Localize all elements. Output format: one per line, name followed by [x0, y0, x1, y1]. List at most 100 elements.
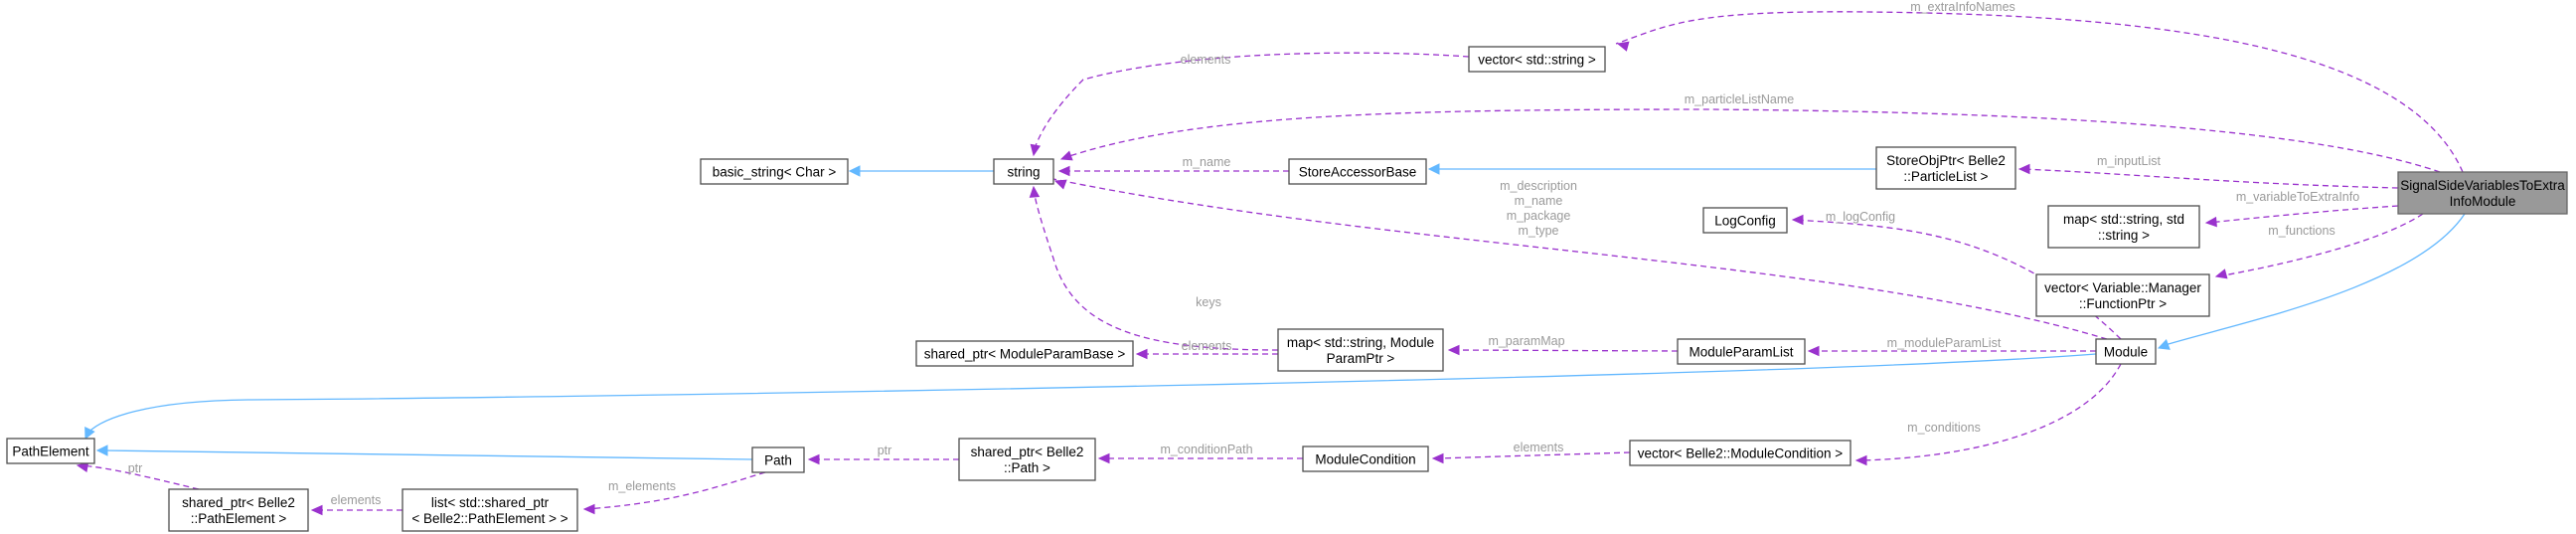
edge-label: elements [331, 493, 382, 507]
node-box [700, 158, 849, 185]
edge-label: m_inputList [2097, 154, 2161, 168]
node-sab[interactable]: StoreAccessorBase [1288, 158, 1427, 185]
node-box [1875, 146, 2016, 190]
edge-path-to-lsp: m_elements [582, 471, 766, 515]
edge-label: m_functions [2268, 224, 2334, 238]
usage-arrowhead [1029, 185, 1041, 198]
edge-sig-to-vecstr: m_extraInfoNames [1615, 0, 2464, 173]
node-module[interactable]: Module [2095, 338, 2157, 365]
node-lsp[interactable]: list< std::shared_ptr< Belle2::PathEleme… [402, 488, 578, 532]
edge-label: m_description [1500, 179, 1577, 193]
node-label: string [1007, 165, 1040, 180]
node-box [2095, 338, 2157, 365]
node-label: ModuleCondition [1315, 452, 1415, 467]
node-box [1702, 207, 1788, 234]
node-mapss[interactable]: map< std::string, std::string > [2047, 205, 2200, 249]
node-box [958, 438, 1096, 481]
edge-module-to-pe [84, 353, 2097, 441]
edge-lsp-to-sppe: elements [310, 493, 402, 516]
inheritance-arrowhead [2157, 338, 2171, 350]
node-logc[interactable]: LogConfig [1702, 207, 1788, 234]
usage-arrowhead [1791, 214, 1804, 226]
node-label: basic_string< Char > [713, 165, 837, 180]
node-box [168, 488, 309, 532]
node-label: Path [764, 453, 792, 468]
node-spp[interactable]: shared_ptr< Belle2::Path > [958, 438, 1096, 481]
edge-sppe-to-pe: ptr [76, 461, 200, 490]
node-box [1677, 338, 1806, 365]
node-sppe[interactable]: shared_ptr< Belle2::PathElement > [168, 488, 309, 532]
node-box [1629, 440, 1852, 466]
node-label: ParamPtr > [1327, 351, 1395, 366]
edge-mpl-to-mappp: m_paramMap [1447, 334, 1679, 356]
inheritance-arrowhead [1427, 163, 1440, 175]
edge-mc-to-spp: m_conditionPath [1097, 443, 1303, 464]
edge-module-to-logc: m_logConfig [1791, 210, 2122, 340]
node-pe[interactable]: PathElement [6, 438, 95, 464]
node-label: SignalSideVariablesToExtra [2400, 178, 2565, 193]
edge-vecstr-to-string: elements [1030, 52, 1470, 157]
edge-string-to-basic [848, 165, 994, 177]
node-mpl[interactable]: ModuleParamList [1677, 338, 1806, 365]
node-label: vector< Belle2::ModuleCondition > [1638, 446, 1843, 461]
node-box [2035, 273, 2210, 317]
node-label: StoreObjPtr< Belle2 [1886, 153, 2006, 168]
node-basic[interactable]: basic_string< Char > [700, 158, 849, 185]
usage-edge-line [2217, 213, 2424, 277]
usage-edge-line [585, 471, 766, 510]
edge-sop-to-sab [1427, 163, 1876, 175]
usage-edge-line [1033, 52, 1470, 153]
node-label: ::Path > [1004, 460, 1050, 475]
usage-edge-line [1052, 178, 2108, 340]
usage-arrowhead [2204, 216, 2217, 228]
node-label: shared_ptr< ModuleParamBase > [924, 347, 1126, 362]
node-label: ::string > [2098, 228, 2150, 243]
edge-label: m_extraInfoNames [1910, 0, 2015, 14]
node-path[interactable]: Path [751, 446, 805, 473]
edge-module-to-vecmc: m_conditions [1854, 363, 2122, 466]
usage-arrowhead [1447, 344, 1460, 356]
node-box [751, 446, 805, 473]
node-string[interactable]: string [993, 158, 1054, 185]
usage-arrowhead [1097, 452, 1110, 464]
edge-sig-to-mapss: m_variableToExtraInfo [2204, 190, 2399, 228]
node-box [1468, 46, 1606, 73]
edge-label: m_name [1183, 155, 1231, 169]
edge-module-to-mpl: m_moduleParamList [1807, 336, 2096, 357]
node-label: shared_ptr< Belle2 [971, 445, 1084, 459]
edge-label: ptr [878, 444, 892, 457]
usage-edge-line [1436, 451, 1631, 459]
edge-sig-to-sop: m_inputList [2017, 154, 2399, 189]
usage-edge-line [2021, 168, 2399, 189]
edge-label: ptr [128, 461, 143, 475]
node-box [993, 158, 1054, 185]
usage-edge-line [2207, 205, 2399, 224]
edge-label: m_conditionPath [1160, 443, 1252, 456]
node-box [915, 340, 1134, 367]
node-label: Module [2104, 345, 2148, 360]
usage-arrowhead [1030, 143, 1042, 157]
node-sop[interactable]: StoreObjPtr< Belle2::ParticleList > [1875, 146, 2016, 190]
node-vecmc[interactable]: vector< Belle2::ModuleCondition > [1629, 440, 1852, 466]
edges-layer: m_extraInfoNameselementsm_particleListNa… [76, 0, 2466, 516]
edge-label: m_logConfig [1826, 210, 1895, 224]
node-box [1277, 328, 1444, 372]
usage-arrowhead [1057, 165, 1070, 177]
node-label: PathElement [12, 445, 89, 459]
node-label: ModuleParamList [1689, 345, 1793, 360]
usage-edge-line [1452, 349, 1679, 352]
usage-arrowhead [582, 503, 595, 515]
node-mc[interactable]: ModuleCondition [1302, 445, 1429, 472]
edge-path-to-pe [95, 445, 753, 460]
usage-arrowhead [1807, 345, 1820, 357]
node-vecstr[interactable]: vector< std::string > [1468, 46, 1606, 73]
node-label: LogConfig [1714, 214, 1776, 229]
node-spmpb[interactable]: shared_ptr< ModuleParamBase > [915, 340, 1134, 367]
node-vecfp[interactable]: vector< Variable::Manager::FunctionPtr > [2035, 273, 2210, 317]
edge-vecmc-to-mc: elements [1431, 441, 1631, 464]
node-label: vector< std::string > [1478, 53, 1596, 68]
inheritance-arrowhead [95, 445, 108, 456]
